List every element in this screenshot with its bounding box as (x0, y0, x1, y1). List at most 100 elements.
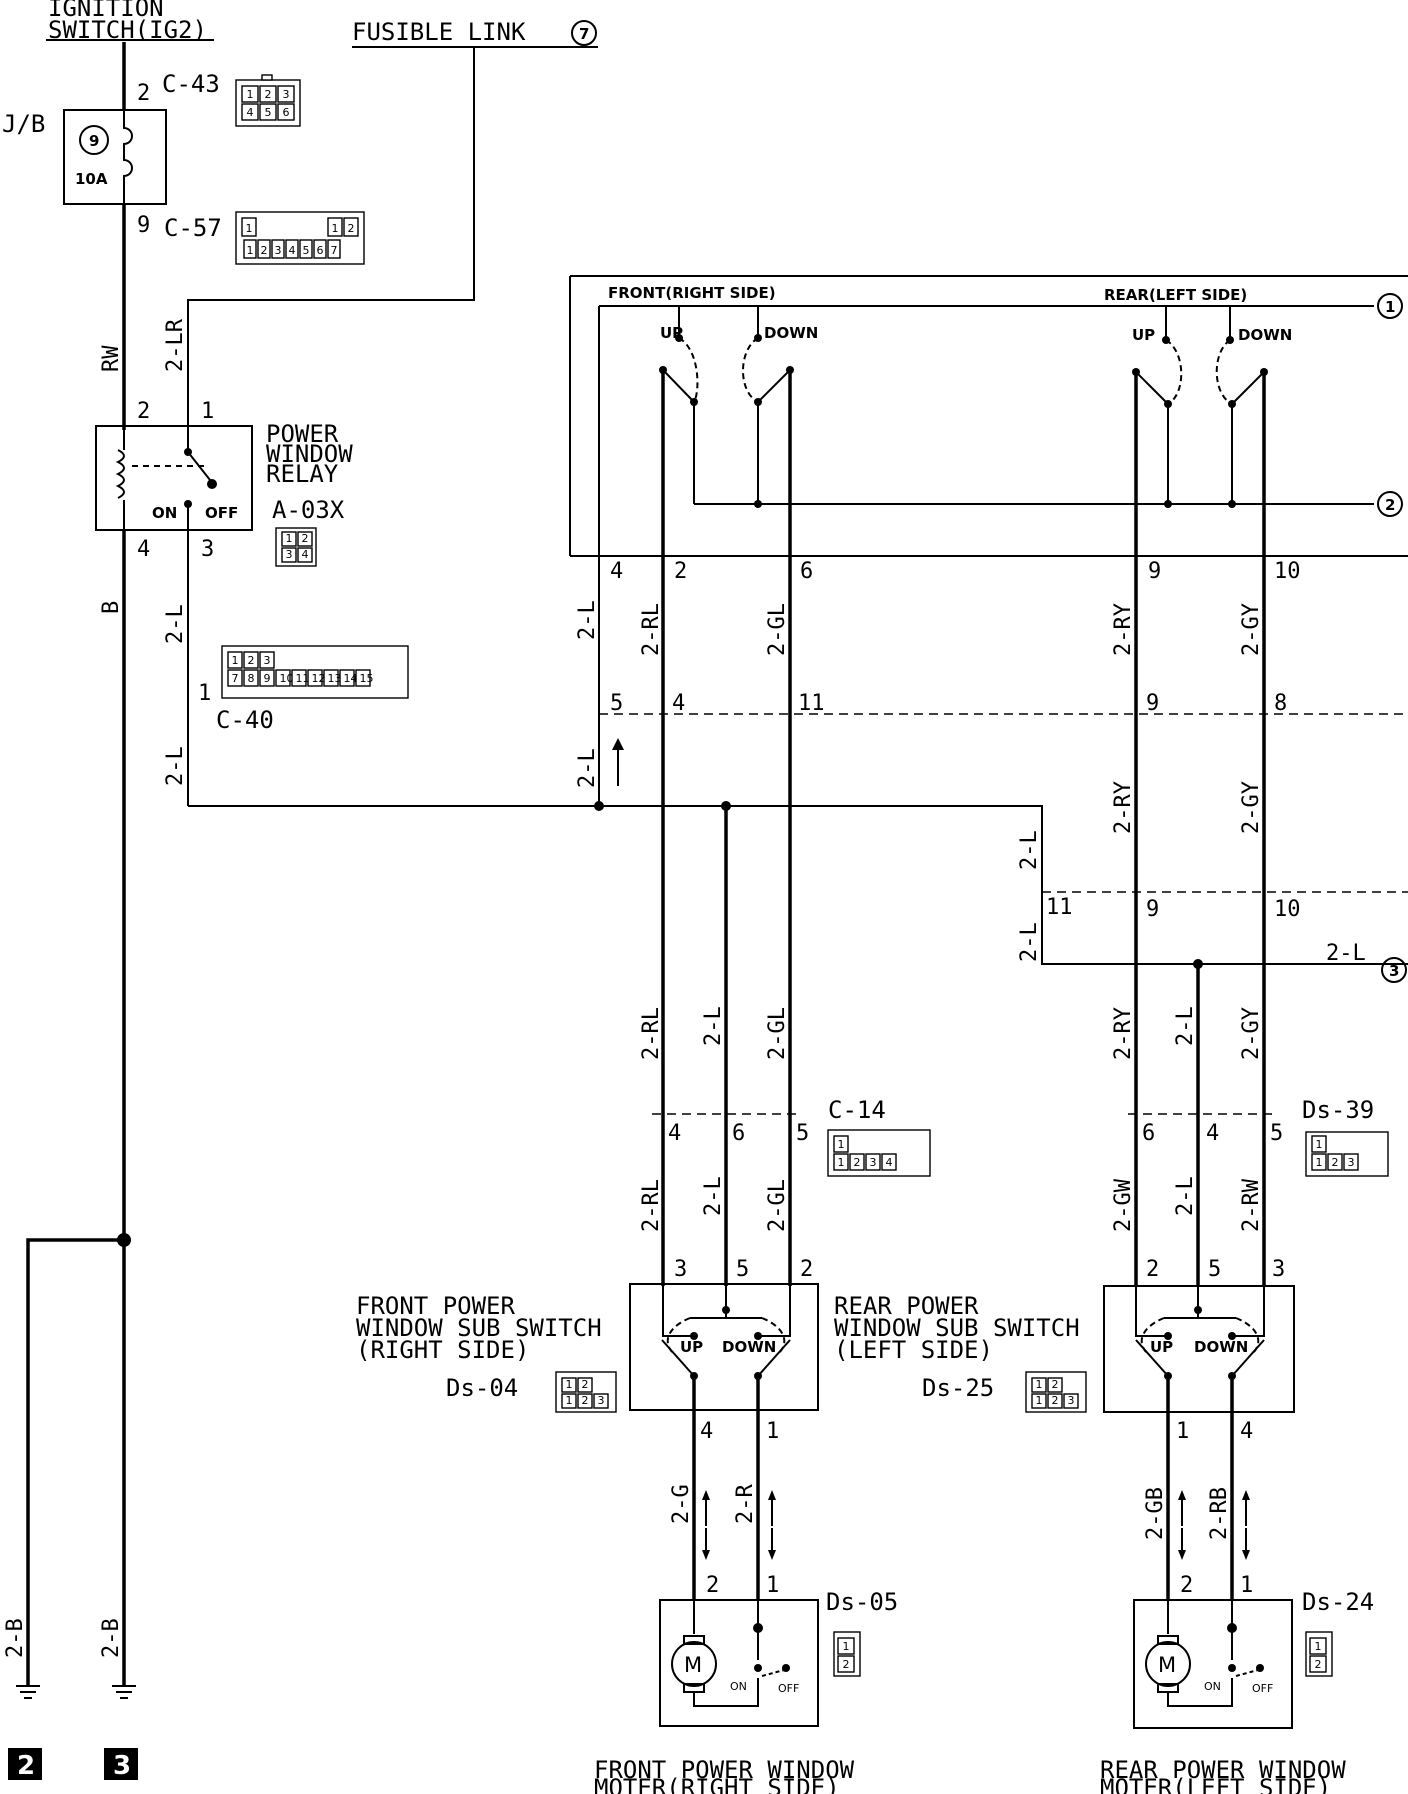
connector-cell (275, 669, 291, 687)
ground-badge-3-text: 3 (113, 1751, 131, 1781)
main-switch-down-front: DOWN (764, 324, 818, 342)
connector-cell (259, 103, 277, 121)
wire-2-g: 2-G (669, 1484, 694, 1524)
wire-2-l-to-ref3: 2-L (1326, 941, 1366, 966)
ms-pin-2: 2 (674, 559, 687, 584)
fusible-link-number: 7 (579, 25, 589, 43)
label-line: FRONT POWER (356, 1292, 515, 1320)
connector-cell (1327, 1153, 1343, 1171)
connector-cell (291, 669, 307, 687)
wire-2-ry-mid: 2-RY (1111, 1007, 1136, 1060)
wire-2-rb: 2-RB (1207, 1487, 1232, 1540)
ds39-pin-4: 4 (1206, 1121, 1219, 1146)
connector-cell (881, 1153, 897, 1171)
connector-cell-number: 1 (1036, 1394, 1043, 1407)
wire-2-l-relay: 2-L (163, 604, 188, 644)
fuse-amperage: 10A (75, 170, 108, 188)
connector-cell-number: 1 (1316, 1156, 1323, 1169)
wire-2-ry-row1: 2-RY (1111, 781, 1136, 834)
wire-2-b-left: 2-B (3, 1618, 28, 1658)
connector-cell (1047, 1393, 1063, 1409)
connector-cell-number: 2 (265, 88, 272, 101)
connector-cell (243, 651, 259, 669)
wire-2-ry-ms: 2-RY (1111, 603, 1136, 656)
wire-2-l-c40: 2-L (163, 746, 188, 786)
connector-cell (297, 547, 313, 563)
connector-cell (577, 1393, 593, 1409)
rear-sub-up: UP (1150, 1338, 1173, 1356)
connector-cell-number: 1 (332, 222, 339, 235)
ground-symbol-left (16, 1685, 40, 1699)
wire-2-rl-low: 2-RL (639, 1179, 664, 1232)
wire-2-gy-ms: 2-GY (1239, 603, 1264, 656)
pin-11-riser: 11 (1046, 895, 1073, 920)
label-line: POWER (266, 420, 339, 448)
connector-cell-number: 2 (582, 1394, 589, 1407)
wire-2-gl-ms: 2-GL (765, 603, 790, 656)
wire-2-gy-mid: 2-GY (1239, 1007, 1264, 1060)
connector-cell-number: 6 (317, 244, 324, 257)
connector-cell-number: 4 (247, 106, 254, 119)
front-motor-m: M (684, 1653, 702, 1677)
connector-cell (1311, 1135, 1327, 1153)
jb-label: J/B (2, 110, 45, 138)
connector-cell-number: 2 (1052, 1378, 1059, 1391)
relay-code: A-03X (272, 496, 345, 524)
fsub-out-pin-1: 1 (766, 1419, 779, 1444)
connector-ds05-label: Ds-05 (826, 1588, 898, 1616)
wire-2-gl-low: 2-GL (765, 1179, 790, 1232)
connector-cell-number: 1 (838, 1138, 845, 1151)
rear-motor-on: ON (1204, 1680, 1221, 1693)
ms-pin-4: 4 (610, 559, 623, 584)
ref-2-text: 2 (1385, 496, 1395, 514)
relay-pin-2: 2 (137, 399, 150, 424)
ref-3-text: 3 (1389, 962, 1399, 980)
connector-cell (1031, 1377, 1047, 1393)
connector-cell (865, 1153, 881, 1171)
connector-cell-number: 3 (275, 244, 282, 257)
rear-power-window-motor: M ON OFF (1133, 1599, 1293, 1729)
row1-pin-9: 9 (1146, 691, 1159, 716)
wire-2-l-mid-rear: 2-L (1173, 1006, 1198, 1046)
connector-cell (1311, 1153, 1327, 1171)
connector-cell-number: 2 (1332, 1156, 1339, 1169)
wire-2-r: 2-R (733, 1484, 758, 1524)
row2-pin-10: 10 (1274, 897, 1301, 922)
label-line: WINDOW SUB SWITCH (356, 1314, 602, 1342)
front-power-window-motor: M ON OFF (659, 1599, 819, 1727)
connector-cell (833, 1135, 849, 1153)
ground-badge-3: 3 (104, 1748, 138, 1781)
fmotor-pin-1: 1 (766, 1573, 779, 1598)
wire-2-rl-mid: 2-RL (639, 1007, 664, 1060)
connector-cell-number: 3 (286, 548, 293, 561)
connector-cell-number: 3 (1068, 1394, 1075, 1407)
c14-pin-5: 5 (796, 1121, 809, 1146)
relay-pin-1: 1 (201, 399, 214, 424)
connector-cell (241, 85, 259, 103)
row1-pin-5: 5 (610, 691, 623, 716)
connector-cell (577, 1377, 593, 1393)
main-switch-box: FRONT(RIGHT SIDE) REAR(LEFT SIDE) UP DOW… (569, 275, 1408, 557)
label-line: MOTER(RIGHT SIDE) (594, 1774, 840, 1794)
connector-cell (259, 651, 275, 669)
connector-cell (313, 239, 327, 259)
pin-c43-2: 2 (137, 81, 150, 106)
wire-2-l-row1: 2-L (575, 748, 600, 788)
connector-cell-number: 1 (566, 1394, 573, 1407)
connector-cell-number: 3 (1348, 1156, 1355, 1169)
main-switch-up-rear: UP (1132, 326, 1155, 344)
connector-cell-number: 10 (280, 672, 294, 685)
wire-2-rw-low: 2-RW (1239, 1178, 1264, 1232)
wire-2-l-mid-front: 2-L (701, 1006, 726, 1046)
connector-cell-number: 1 (838, 1156, 845, 1169)
ds39-pin-6: 6 (1142, 1121, 1155, 1146)
wire-2-l-low-rear: 2-L (1173, 1176, 1198, 1216)
rmotor-pin-2: 2 (1180, 1573, 1193, 1598)
wire-2-gl-mid: 2-GL (765, 1007, 790, 1060)
connector-cell-number: 1 (247, 244, 254, 257)
